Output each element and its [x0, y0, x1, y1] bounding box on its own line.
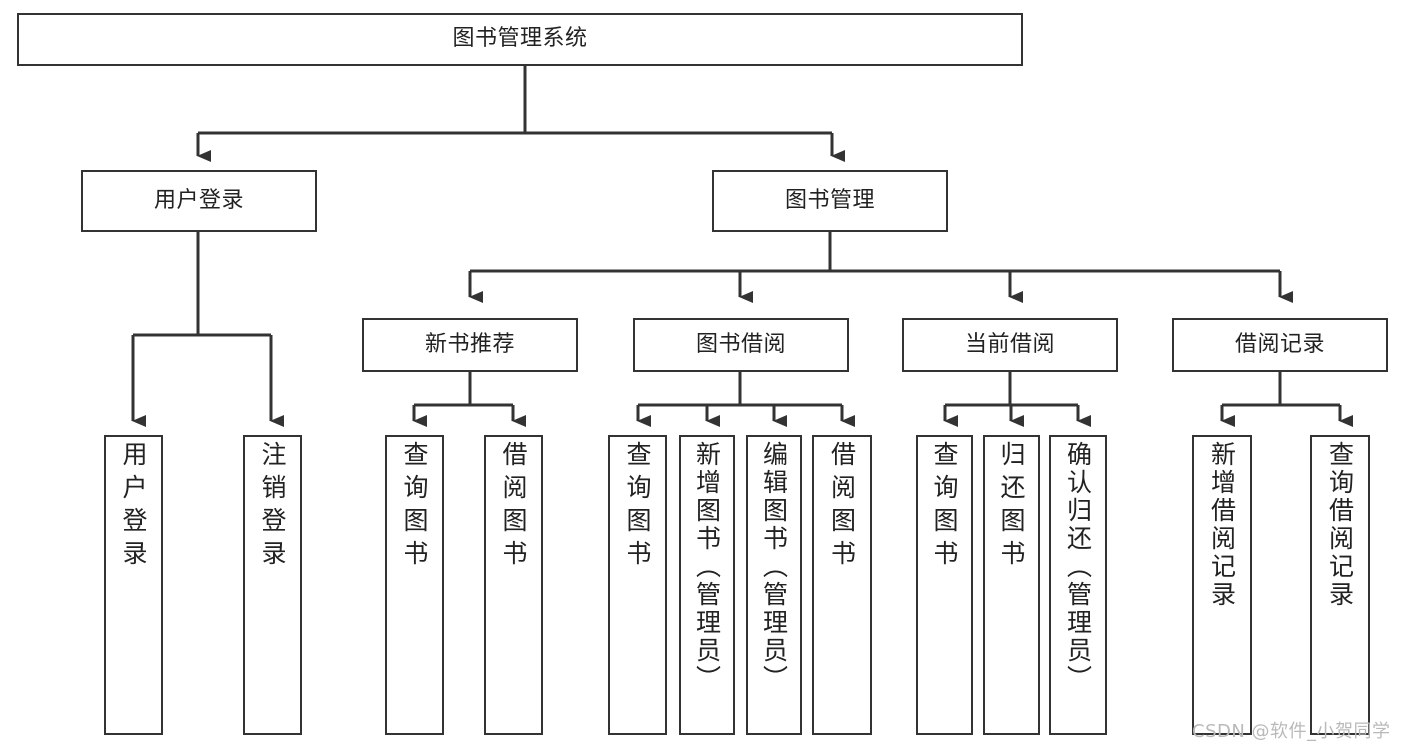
- leaf-current-return-book[interactable]: 归还图书: [983, 435, 1040, 735]
- leaf-new-book-query-book[interactable]: 查询图书: [385, 435, 444, 735]
- leaf-current-return-book-label: 归还图书: [997, 441, 1026, 573]
- leaf-record-add-record-label: 新增借阅记录: [1207, 441, 1237, 609]
- node-root-label: 图书管理系统: [452, 26, 588, 52]
- node-new-book-recommend[interactable]: 新书推荐: [362, 318, 578, 372]
- leaf-user-login-label: 用户登录: [119, 441, 148, 573]
- node-borrow-record[interactable]: 借阅记录: [1172, 318, 1388, 372]
- node-user-login-label: 用户登录: [153, 187, 244, 213]
- leaf-borrow-query-book[interactable]: 查询图书: [608, 435, 667, 735]
- node-book-borrow-label: 图书借阅: [695, 331, 786, 357]
- leaf-borrow-edit-book-admin-label: 编辑图书（管理员）: [759, 441, 789, 693]
- leaf-borrow-borrow-book-label: 借阅图书: [827, 441, 857, 573]
- leaf-record-query-record-label: 查询借阅记录: [1325, 441, 1355, 609]
- node-new-book-recommend-label: 新书推荐: [424, 331, 515, 357]
- leaf-current-confirm-return-admin-label: 确认归还（管理员）: [1063, 441, 1093, 693]
- leaf-borrow-borrow-book[interactable]: 借阅图书: [812, 435, 872, 735]
- node-current-borrow[interactable]: 当前借阅: [902, 318, 1118, 372]
- leaf-new-book-query-book-label: 查询图书: [400, 441, 429, 573]
- leaf-record-query-record[interactable]: 查询借阅记录: [1310, 435, 1370, 735]
- leaf-record-add-record[interactable]: 新增借阅记录: [1192, 435, 1252, 735]
- leaf-borrow-add-book-admin-label: 新增图书（管理员）: [692, 441, 722, 693]
- leaf-current-query-book-label: 查询图书: [930, 441, 959, 573]
- node-book-management-label: 图书管理: [784, 187, 875, 213]
- leaf-logout[interactable]: 注销登录: [243, 435, 302, 735]
- leaf-user-login[interactable]: 用户登录: [104, 435, 163, 735]
- node-book-borrow[interactable]: 图书借阅: [633, 318, 849, 372]
- node-borrow-record-label: 借阅记录: [1234, 331, 1325, 357]
- leaf-current-query-book[interactable]: 查询图书: [916, 435, 973, 735]
- node-user-login[interactable]: 用户登录: [81, 170, 317, 232]
- leaf-current-confirm-return-admin[interactable]: 确认归还（管理员）: [1049, 435, 1107, 735]
- leaf-borrow-add-book-admin[interactable]: 新增图书（管理员）: [679, 435, 735, 735]
- leaf-new-book-borrow-book[interactable]: 借阅图书: [484, 435, 543, 735]
- node-book-management[interactable]: 图书管理: [712, 170, 948, 232]
- leaf-new-book-borrow-book-label: 借阅图书: [499, 441, 528, 573]
- leaf-borrow-edit-book-admin[interactable]: 编辑图书（管理员）: [746, 435, 802, 735]
- csdn-watermark: CSDN @软件_小贺同学: [1192, 721, 1391, 742]
- node-root[interactable]: 图书管理系统: [17, 13, 1023, 66]
- leaf-borrow-query-book-label: 查询图书: [623, 441, 652, 573]
- leaf-logout-label: 注销登录: [258, 441, 287, 573]
- node-current-borrow-label: 当前借阅: [964, 331, 1055, 357]
